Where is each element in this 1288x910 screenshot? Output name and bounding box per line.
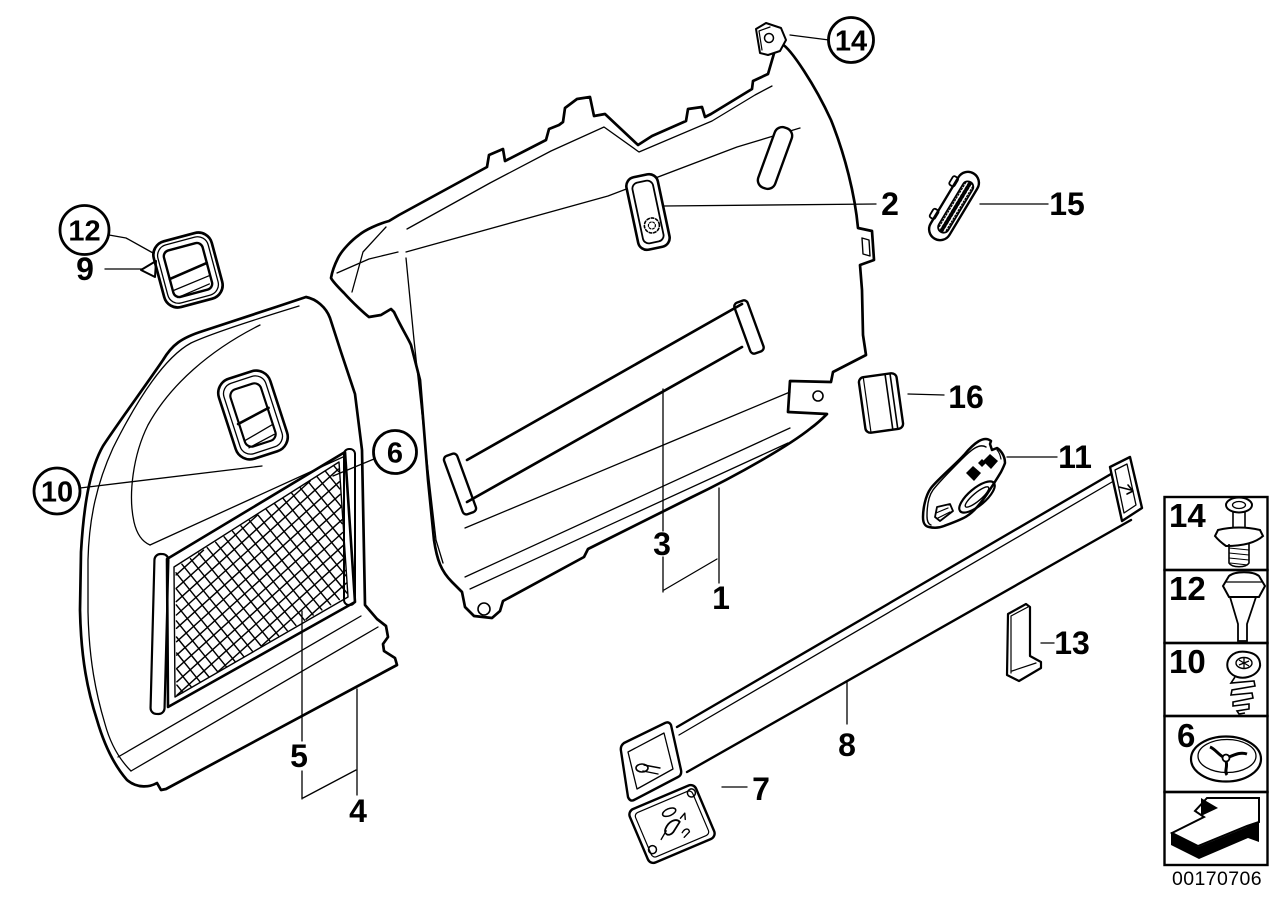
- svg-text:4: 4: [349, 793, 367, 829]
- svg-text:5: 5: [290, 738, 308, 774]
- svg-text:12: 12: [68, 216, 100, 248]
- svg-text:13: 13: [1054, 625, 1090, 661]
- svg-text:2: 2: [881, 186, 899, 222]
- svg-text:11: 11: [1058, 439, 1092, 475]
- svg-text:10: 10: [41, 477, 73, 509]
- svg-text:9: 9: [76, 251, 94, 287]
- svg-text:15: 15: [1049, 186, 1085, 222]
- svg-text:7: 7: [752, 771, 770, 807]
- svg-text:1: 1: [712, 580, 730, 616]
- svg-text:8: 8: [838, 727, 856, 763]
- svg-text:10: 10: [1169, 643, 1206, 680]
- svg-text:6: 6: [387, 438, 403, 470]
- svg-text:12: 12: [1169, 570, 1206, 607]
- svg-text:00170706: 00170706: [1172, 868, 1262, 890]
- svg-text:3: 3: [653, 526, 671, 562]
- svg-text:14: 14: [1169, 497, 1206, 534]
- svg-text:6: 6: [1177, 717, 1195, 754]
- svg-text:16: 16: [948, 379, 984, 415]
- svg-text:14: 14: [835, 26, 867, 58]
